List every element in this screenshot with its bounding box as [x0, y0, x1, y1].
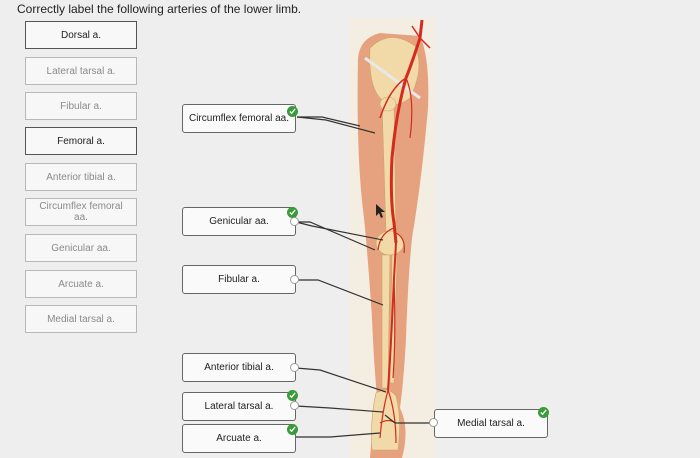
- bank-label-femoral[interactable]: Femoral a.: [25, 127, 137, 155]
- connector-dot-icon[interactable]: [290, 217, 299, 226]
- bank-label-genicular[interactable]: Genicular aa.: [25, 234, 137, 262]
- check-icon: [287, 390, 298, 401]
- check-icon: [538, 407, 549, 418]
- connector-dot-icon[interactable]: [429, 418, 438, 427]
- check-icon: [287, 207, 298, 218]
- drop-box-fibular[interactable]: Fibular a.: [182, 265, 296, 294]
- drop-label: Genicular aa.: [209, 215, 269, 227]
- drop-label: Fibular a.: [218, 273, 260, 285]
- bank-label-fibular[interactable]: Fibular a.: [25, 92, 137, 120]
- check-icon: [287, 424, 298, 435]
- connector-dot-icon[interactable]: [290, 275, 299, 284]
- bank-label-dorsal[interactable]: Dorsal a.: [25, 21, 137, 49]
- drop-box-genicular[interactable]: Genicular aa.: [182, 207, 296, 236]
- bank-label-arcuate[interactable]: Arcuate a.: [25, 270, 137, 298]
- connector-dot-icon[interactable]: [290, 363, 299, 372]
- drop-box-lateral-tarsal[interactable]: Lateral tarsal a.: [182, 392, 296, 421]
- question-text: Correctly label the following arteries o…: [17, 2, 302, 16]
- bank-label-anterior-tibial[interactable]: Anterior tibial a.: [25, 163, 137, 191]
- drop-label: Arcuate a.: [216, 432, 262, 444]
- bank-label-lateral-tarsal[interactable]: Lateral tarsal a.: [25, 57, 137, 85]
- drop-box-circumflex-femoral[interactable]: Circumflex femoral aa.: [182, 104, 296, 133]
- mouse-pointer-icon: [376, 204, 385, 218]
- drop-label: Anterior tibial a.: [204, 361, 274, 373]
- drop-box-arcuate[interactable]: Arcuate a.: [182, 424, 296, 453]
- drop-box-anterior-tibial[interactable]: Anterior tibial a.: [182, 353, 296, 382]
- drop-box-medial-tarsal[interactable]: Medial tarsal a.: [434, 409, 548, 438]
- check-icon: [287, 106, 298, 117]
- drop-label: Medial tarsal a.: [457, 417, 525, 429]
- bank-label-circumflex-femoral[interactable]: Circumflex femoral aa.: [25, 198, 137, 226]
- bank-label-medial-tarsal[interactable]: Medial tarsal a.: [25, 305, 137, 333]
- connector-dot-icon[interactable]: [290, 401, 299, 410]
- drop-label: Circumflex femoral aa.: [188, 112, 290, 124]
- drop-label: Lateral tarsal a.: [204, 400, 274, 412]
